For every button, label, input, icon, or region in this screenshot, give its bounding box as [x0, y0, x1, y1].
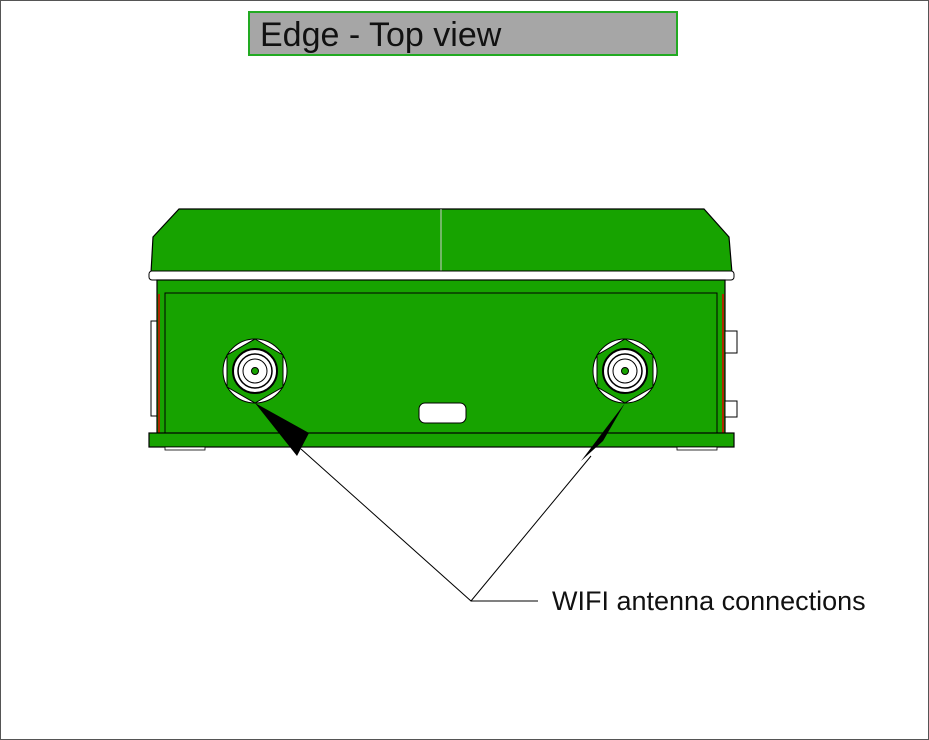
left-hinge — [150, 320, 158, 417]
callout-label: WIFI antenna connections — [552, 586, 866, 616]
right-latch-bottom — [724, 400, 738, 418]
cable-slot — [418, 402, 467, 424]
page-title: Edge - Top view — [260, 16, 502, 54]
wifi-antenna-connector-right — [592, 338, 658, 404]
wifi-antenna-connector-left — [222, 338, 288, 404]
right-latch-top — [724, 330, 738, 354]
lid-rim — [148, 270, 735, 281]
arrowhead-left — [255, 403, 309, 456]
enclosure-base — [148, 432, 735, 448]
arrowhead-right — [581, 403, 625, 461]
title-box: Edge - Top view — [248, 11, 678, 56]
callout-leader — [255, 403, 625, 602]
